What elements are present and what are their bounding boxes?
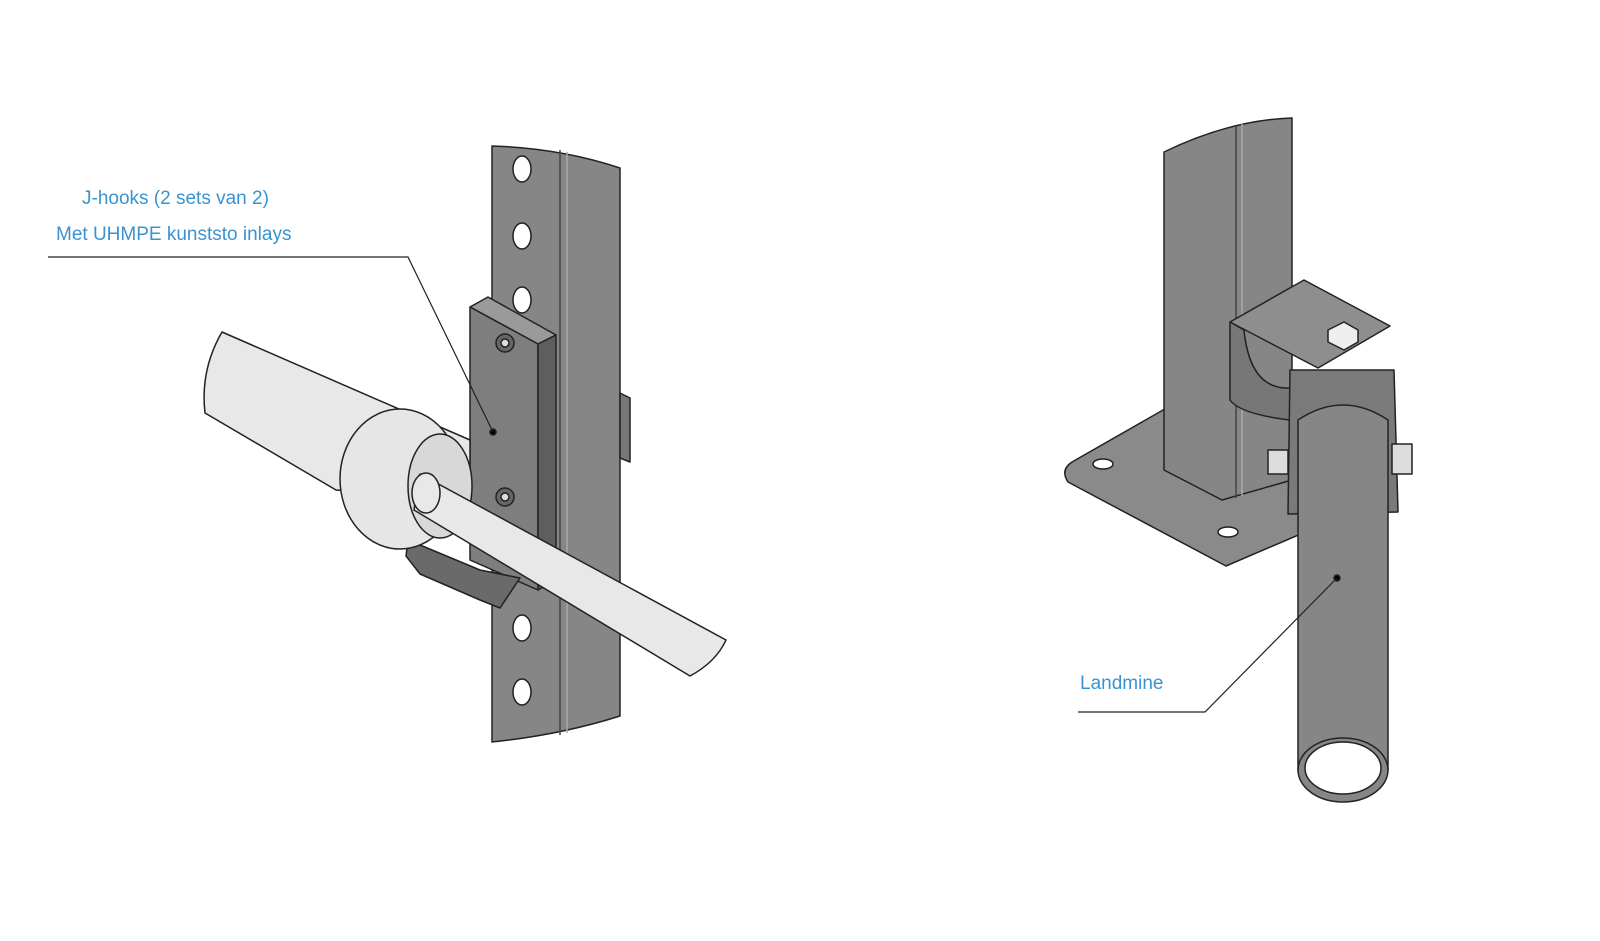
jhooks-callout-title: J-hooks (2 sets van 2) (82, 188, 269, 209)
landmine-leader-line (1078, 577, 1338, 713)
right-upright-with-landmine (1064, 117, 1413, 803)
jhook-leader-line (48, 256, 494, 433)
landmine-callout: Landmine (1080, 673, 1164, 694)
left-upright-with-jhook (203, 145, 727, 743)
jhooks-callout-subtitle: Met UHMPE kunststo inlays (56, 224, 292, 245)
leader-lines (48, 256, 1338, 713)
